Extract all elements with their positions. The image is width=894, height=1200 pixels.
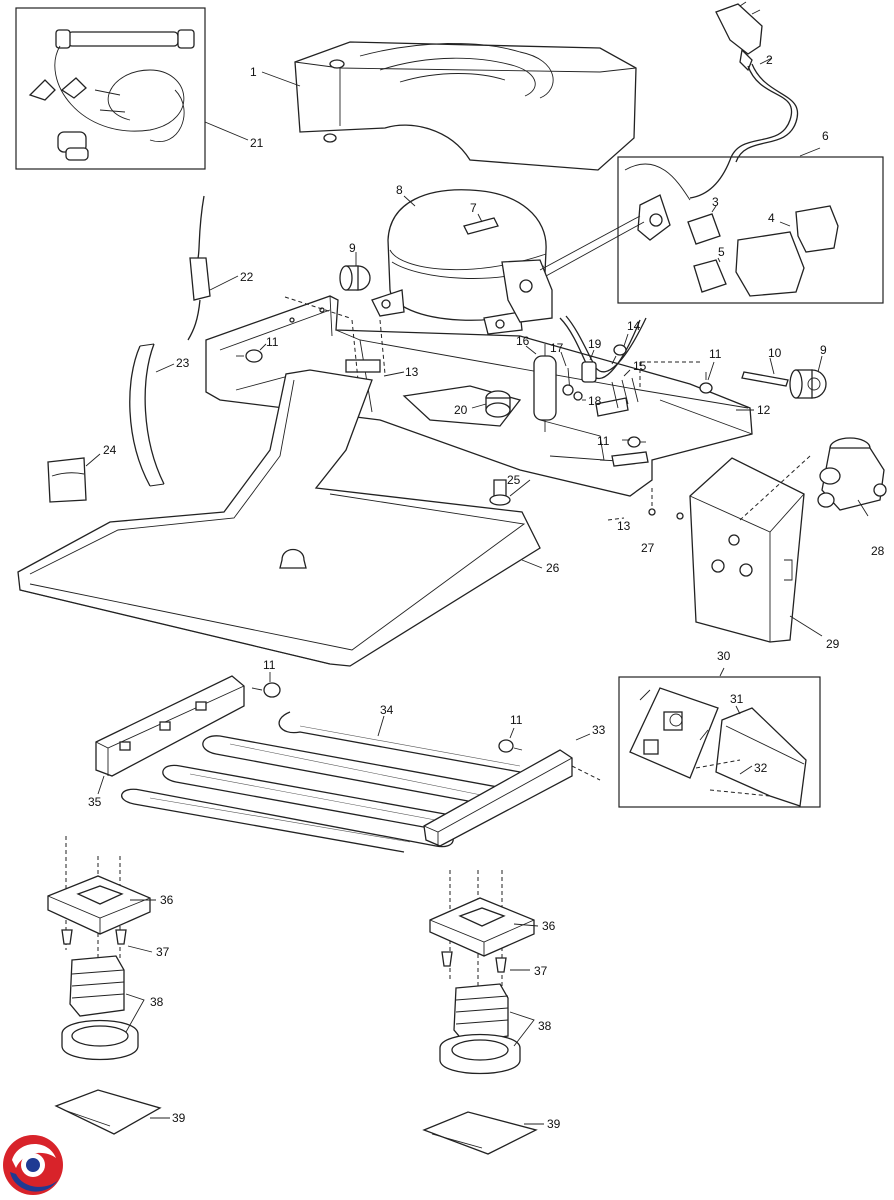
label-11-a: 11	[266, 335, 279, 349]
label-29: 29	[826, 637, 840, 651]
part-23-hose	[129, 343, 165, 487]
part-16-drier	[533, 344, 557, 432]
part-30-pcb-kit	[618, 676, 821, 808]
label-5: 5	[718, 245, 725, 259]
label-39-left: 39	[172, 1111, 186, 1125]
label-11-d: 11	[263, 658, 276, 672]
part-11-screw-b	[699, 372, 713, 394]
label-38-right: 38	[538, 1019, 552, 1033]
part-24-clip	[47, 457, 87, 503]
label-22: 22	[240, 270, 254, 284]
part-35-left-rail	[95, 675, 245, 777]
part-18-washer	[573, 391, 583, 401]
part-21-drier-kit	[15, 7, 206, 170]
part-20-foot	[485, 390, 511, 418]
label-38-left: 38	[150, 995, 164, 1009]
label-25: 25	[507, 473, 521, 487]
label-26: 26	[546, 561, 560, 575]
label-14: 14	[627, 319, 641, 333]
part-6-relay-kit	[617, 156, 884, 304]
label-24: 24	[103, 443, 117, 457]
label-13-bottom: 13	[617, 519, 631, 533]
part-28-water-valve	[817, 437, 887, 511]
label-20: 20	[454, 403, 468, 417]
label-28: 28	[871, 544, 885, 558]
label-9-left: 9	[349, 241, 356, 255]
label-8: 8	[396, 183, 403, 197]
part-11-screw-d	[251, 682, 281, 698]
label-34: 34	[380, 703, 394, 717]
label-11-b: 11	[709, 347, 722, 361]
left-foot-assembly	[47, 836, 162, 1135]
part-27-screw	[676, 512, 684, 520]
part-33-right-rail	[423, 749, 601, 847]
part-9-left-cap	[339, 265, 371, 291]
label-21: 21	[250, 136, 264, 150]
part-11-screw-e	[498, 739, 523, 753]
part-13-screw	[648, 508, 656, 516]
part-26-shelf	[17, 369, 541, 667]
label-39-right: 39	[547, 1117, 561, 1131]
part-22-sensor	[187, 195, 211, 341]
label-32: 32	[754, 761, 768, 775]
part-9-right-cap	[789, 369, 827, 399]
label-15: 15	[633, 359, 647, 373]
label-27: 27	[641, 541, 655, 555]
label-1: 1	[250, 65, 257, 79]
label-36-right: 36	[542, 919, 556, 933]
part-2-power-cord	[689, 1, 799, 199]
label-6: 6	[822, 129, 829, 143]
label-17: 17	[550, 341, 564, 355]
label-23: 23	[176, 356, 190, 370]
part-8-compressor	[371, 189, 645, 335]
brand-logo	[3, 1135, 63, 1195]
label-9-right: 9	[820, 343, 827, 357]
label-4: 4	[768, 211, 775, 225]
right-foot-assembly	[422, 870, 538, 1155]
part-10-rod	[741, 371, 789, 387]
part-15-clips	[611, 377, 639, 409]
label-2: 2	[766, 53, 773, 67]
part-29-control-box	[689, 457, 805, 643]
part-25-leveler	[489, 479, 511, 506]
part-1-tray	[294, 41, 637, 171]
label-10: 10	[768, 346, 782, 360]
part-14-screw	[611, 344, 627, 365]
label-7: 7	[470, 201, 477, 215]
label-11-c: 11	[597, 434, 610, 448]
label-12: 12	[757, 403, 771, 417]
part-11-screw-a	[236, 349, 263, 363]
label-31: 31	[730, 692, 744, 706]
label-3: 3	[712, 195, 719, 209]
part-11-screw-c	[627, 436, 646, 448]
label-37-right: 37	[534, 964, 548, 978]
part-17-valve	[562, 367, 574, 396]
label-16: 16	[516, 334, 530, 348]
label-19: 19	[588, 337, 602, 351]
label-35: 35	[88, 795, 102, 809]
label-18: 18	[588, 394, 602, 408]
label-33: 33	[592, 723, 606, 737]
label-37-left: 37	[156, 945, 170, 959]
label-36-left: 36	[160, 893, 174, 907]
label-30: 30	[717, 649, 731, 663]
label-11-e: 11	[510, 713, 523, 727]
label-13-top: 13	[405, 365, 419, 379]
